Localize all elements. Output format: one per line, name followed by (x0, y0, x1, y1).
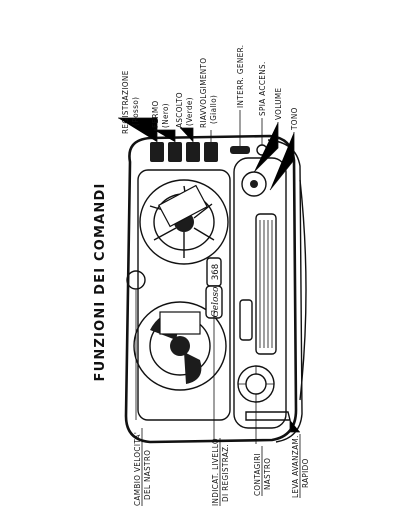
bottom-reel-hub (170, 336, 190, 356)
speaker-grille (255, 213, 277, 355)
grille-frame (255, 213, 277, 355)
key-fermo (168, 142, 182, 162)
speed-change-knob (126, 270, 146, 290)
key-registrazione (150, 142, 164, 162)
power-switch (230, 146, 250, 154)
bottom-reel-clamp (159, 311, 201, 335)
label-cambio-velocita-line2: DEL NASTRO (143, 450, 152, 500)
label-riavvolgimento-color: (Giallo) (209, 95, 218, 124)
deck-plate (137, 169, 231, 421)
label-indicat-livello-line2: DI REGISTRAZ. (221, 444, 230, 502)
label-cambio-velocita: CAMBIO VELOCITA' (133, 432, 142, 506)
label-contagiri-line2: NASTRO (263, 458, 272, 490)
label-rules (141, 428, 301, 506)
label-ascolto-color: (Verde) (185, 97, 194, 126)
control-panel (233, 157, 287, 429)
counter-digits: 368 (211, 264, 221, 280)
recorder-base (267, 139, 303, 443)
label-registrazione-color: (Rosso) (131, 97, 140, 126)
key-riavvolgimento (204, 142, 218, 162)
leader-volume (253, 122, 279, 173)
level-indicator (239, 299, 253, 341)
label-ascolto: ASCOLTO (175, 92, 184, 128)
recorder-body (124, 134, 298, 444)
label-tono: TONO (290, 107, 299, 131)
label-riavvolgimento: RIAVVOLGIMENTO (199, 58, 208, 128)
leader-tono (269, 132, 295, 191)
label-indicat-livello: INDICAT. LIVELLO (211, 438, 220, 506)
tape-recorder-illustration: 368 Geloso (124, 134, 307, 444)
bottom-reel-outer (133, 301, 227, 391)
label-registrazione: REGISTRAZIONE (121, 70, 130, 134)
counter-dial-inner (245, 373, 267, 395)
leader-fermo (154, 129, 176, 142)
top-reel-outer (139, 179, 229, 265)
leader-registrazione (118, 117, 158, 142)
label-volume: VOLUME (274, 87, 283, 120)
top-reel (139, 179, 229, 265)
label-fermo-color: (Nero) (161, 103, 170, 128)
label-spia-accens: SPIA ACCENS. (258, 61, 267, 116)
key-ascolto (186, 142, 200, 162)
leader-leva-avanzam (289, 420, 300, 433)
case-handle (299, 179, 307, 401)
label-leva-avanzam: LEVA AVANZAM. (291, 435, 300, 498)
label-leva-avanzam-line2: RAPIDO (301, 458, 310, 488)
counter-dial-ticks (238, 366, 274, 402)
top-reel-clamp (158, 184, 208, 228)
label-fermo: FERMO (151, 100, 160, 128)
bottom-reel (133, 301, 227, 391)
leader-lines (118, 110, 300, 444)
brand-script: Geloso (211, 286, 221, 317)
fast-forward-lever (245, 411, 291, 421)
volume-knob-center (250, 180, 258, 188)
label-interr-gener: INTERR. GENER. (236, 45, 245, 108)
grille-slots (259, 220, 273, 348)
label-contagiri: CONTAGIRI (253, 453, 262, 496)
control-keys (150, 142, 218, 162)
leader-ascolto (180, 127, 194, 142)
diagram-title: FUNZIONI DEI COMANDI (93, 182, 108, 381)
